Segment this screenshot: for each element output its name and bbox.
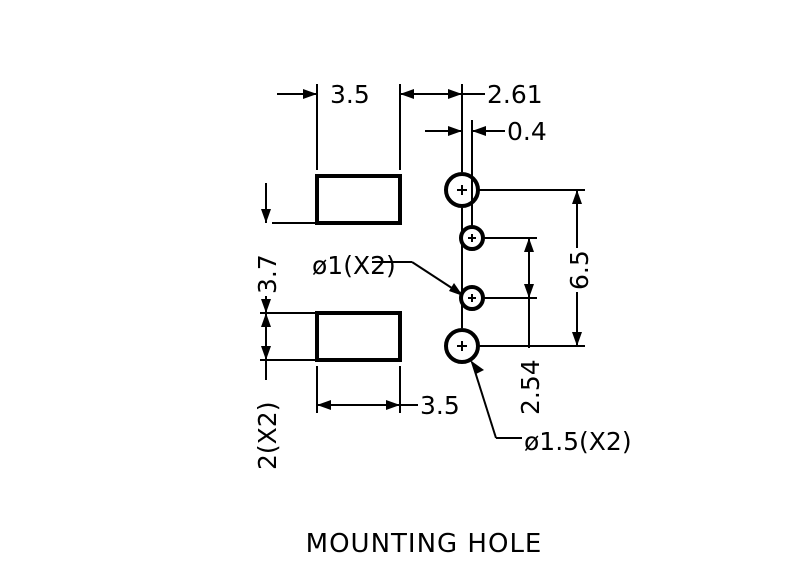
dim-big-hole-dia: ø1.5(X2) xyxy=(524,427,632,456)
big-hole-top xyxy=(444,172,480,208)
dimension-lines-top xyxy=(277,84,505,328)
leader-big-hole xyxy=(470,360,522,439)
dimension-lines-left xyxy=(260,183,315,380)
dim-pad-width-top: 3.5 xyxy=(330,80,370,109)
dim-small-hole-dia: ø1(X2) xyxy=(312,251,396,280)
dim-pad-pitch: 3.7 xyxy=(253,254,282,294)
dim-hole-offset: 0.4 xyxy=(507,117,547,146)
dimension-lines-right xyxy=(478,189,585,348)
dim-pad-to-hole: 2.61 xyxy=(487,80,543,109)
big-hole-bottom xyxy=(444,328,480,364)
drawing-title: MOUNTING HOLE xyxy=(306,529,543,559)
small-hole-bottom xyxy=(459,285,485,311)
pad-top xyxy=(315,174,402,225)
dim-pad-height: 2(X2) xyxy=(253,402,282,470)
dim-big-hole-pitch: 6.5 xyxy=(565,250,594,290)
dimension-lines-bottom xyxy=(316,366,418,413)
pad-bottom xyxy=(315,311,402,362)
dim-pad-width-bottom: 3.5 xyxy=(420,391,460,420)
leader-small-hole xyxy=(372,261,463,296)
small-hole-top xyxy=(459,225,485,251)
dim-small-hole-pitch: 2.54 xyxy=(516,359,545,415)
